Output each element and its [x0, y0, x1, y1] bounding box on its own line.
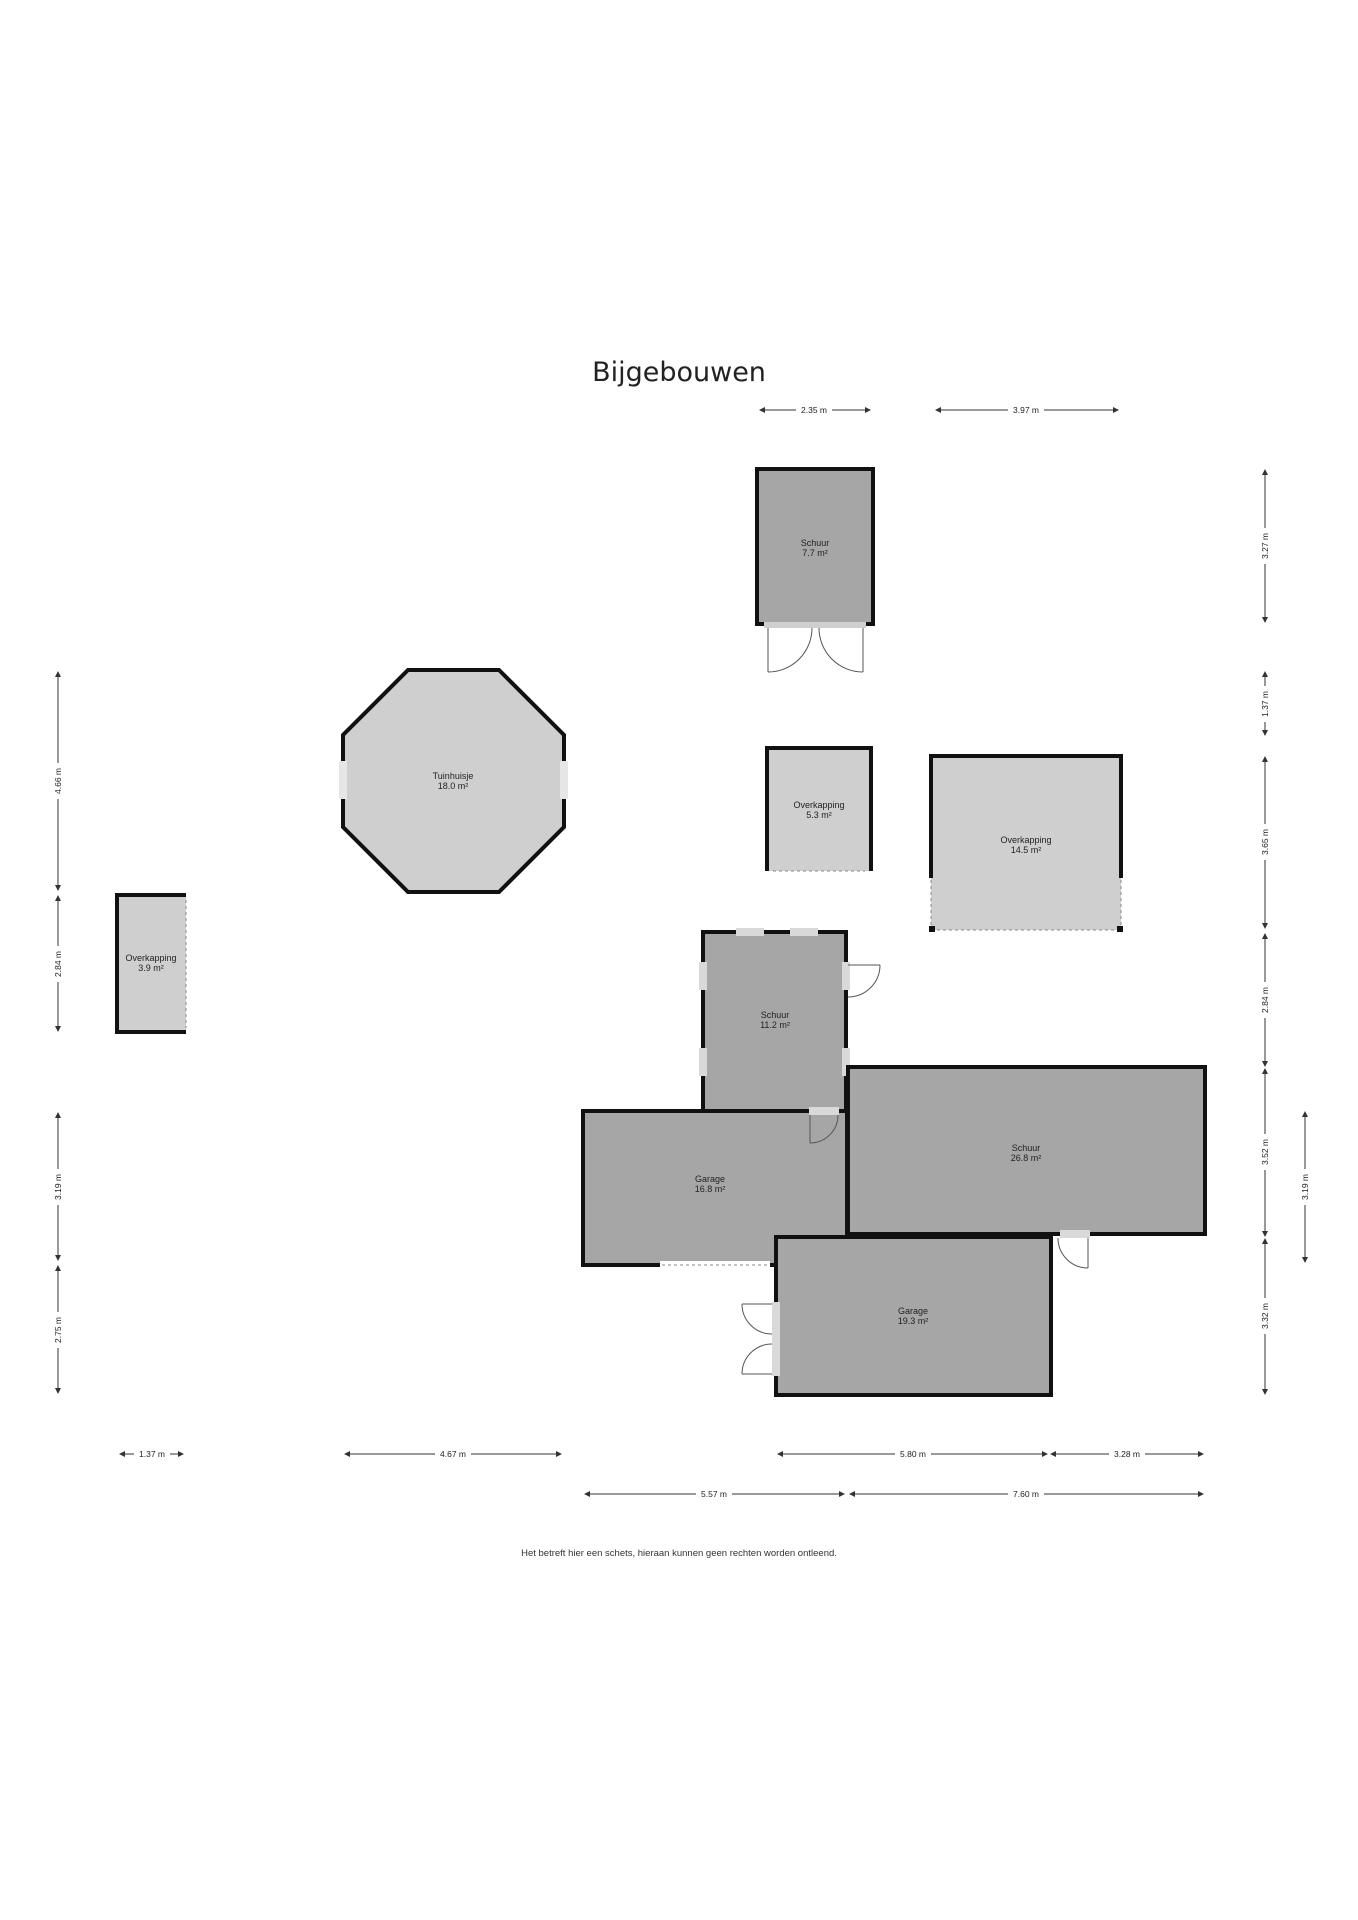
room-name: Garage: [695, 1174, 725, 1184]
room-area: 3.9 m²: [138, 963, 164, 973]
room-name: Tuinhuisje: [433, 771, 474, 781]
room-name: Garage: [898, 1306, 928, 1316]
dim-right-2: 1.37 m: [1260, 691, 1270, 717]
room-area: 14.5 m²: [1011, 845, 1042, 855]
dim-right-3: 3.65 m: [1260, 829, 1270, 855]
dim-right-outer: 3.19 m: [1300, 1174, 1310, 1200]
room-overkapping-large: Overkapping 14.5 m²: [929, 754, 1123, 932]
dim-top-b: 3.97 m: [1013, 405, 1039, 415]
room-name: Schuur: [1012, 1143, 1041, 1153]
dim-left-2: 2.84 m: [53, 951, 63, 977]
dim-bottom-4: 3.28 m: [1114, 1449, 1140, 1459]
room-area: 5.3 m²: [806, 810, 832, 820]
dim-left-4: 2.75 m: [53, 1317, 63, 1343]
room-name: Schuur: [761, 1010, 790, 1020]
page-title: Bijgebouwen: [592, 357, 766, 388]
dim-bottom-5: 5.57 m: [701, 1489, 727, 1499]
room-overkapping-small: Overkapping 5.3 m²: [765, 746, 873, 872]
dim-right-5: 3.52 m: [1260, 1139, 1270, 1165]
room-name: Overkapping: [793, 800, 844, 810]
room-area: 11.2 m²: [760, 1020, 790, 1030]
disclaimer: Het betreft hier een schets, hieraan kun…: [521, 1548, 837, 1559]
room-area: 18.0 m²: [438, 781, 469, 791]
room-tuinhuisje: Tuinhuisje 18.0 m²: [339, 668, 568, 894]
dim-bottom-3: 5.80 m: [900, 1449, 926, 1459]
room-name: Overkapping: [125, 953, 176, 963]
dim-left-1: 4.66 m: [53, 768, 63, 794]
room-area: 26.8 m²: [1011, 1153, 1042, 1163]
dimension-labels: 2.35 m 3.97 m 3.27 m 1.37 m 3.65 m 2.84 …: [52, 404, 1311, 1500]
room-schuur-big: Schuur 26.8 m²: [846, 1065, 1207, 1269]
dim-bottom-2: 4.67 m: [440, 1449, 466, 1459]
dim-bottom-6: 7.60 m: [1013, 1489, 1039, 1499]
dim-top-a: 2.35 m: [801, 405, 827, 415]
dim-right-6: 3.32 m: [1260, 1303, 1270, 1329]
room-garage-left: Garage 16.8 m²: [581, 1107, 849, 1269]
room-overkapping-left: Overkapping 3.9 m²: [115, 893, 187, 1034]
room-schuur-top: Schuur 7.7 m²: [755, 467, 875, 673]
dim-bottom-1: 1.37 m: [139, 1449, 165, 1459]
room-schuur-mid: Schuur 11.2 m²: [699, 928, 881, 1113]
room-area: 19.3 m²: [898, 1316, 929, 1326]
dim-left-3: 3.19 m: [53, 1174, 63, 1200]
room-name: Schuur: [801, 538, 830, 548]
dimension-lines: [55, 407, 1308, 1497]
dim-right-1: 3.27 m: [1260, 533, 1270, 559]
room-name: Overkapping: [1000, 835, 1051, 845]
room-area: 7.7 m²: [802, 548, 828, 558]
room-garage-bottom: Garage 19.3 m²: [741, 1235, 1053, 1397]
dim-right-4: 2.84 m: [1260, 987, 1270, 1013]
room-area: 16.8 m²: [695, 1184, 726, 1194]
